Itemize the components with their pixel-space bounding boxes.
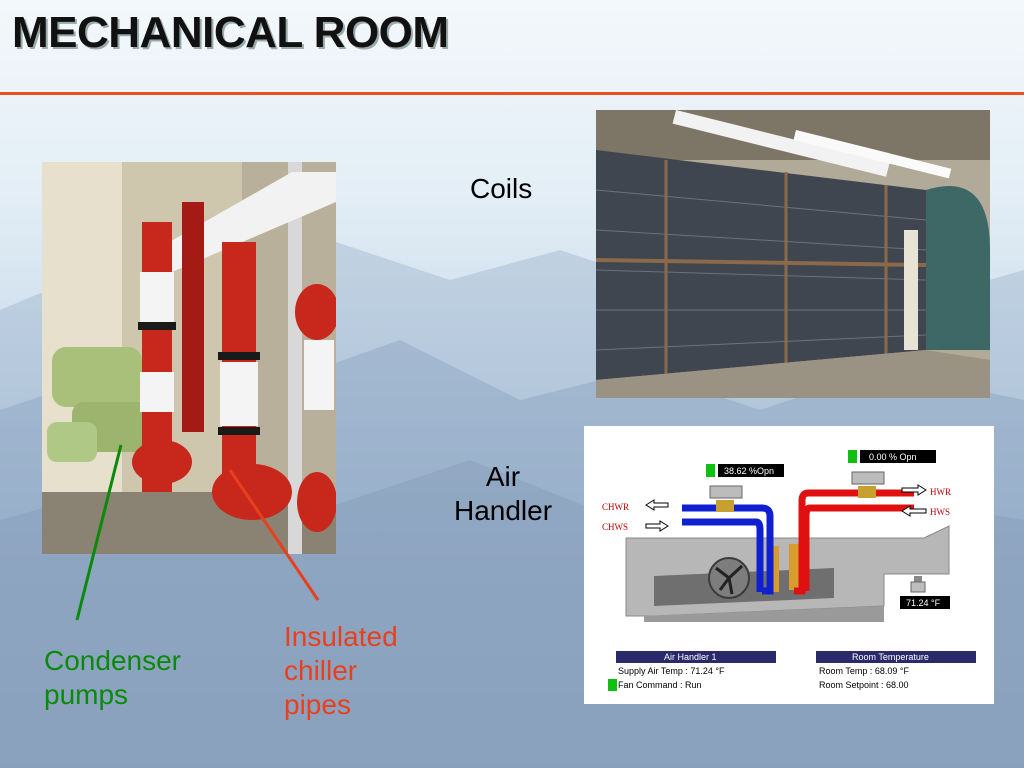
title-divider (0, 92, 1024, 95)
hws-arrow-icon (901, 505, 927, 517)
panel1-fan-command: Fan Command : Run (618, 680, 702, 690)
hws-label: HWS (930, 507, 950, 517)
valve1-status-icon (706, 464, 715, 477)
fan-status-icon (608, 679, 617, 691)
pipes-illustration (42, 162, 336, 554)
air-handler-label: Air Handler (453, 461, 553, 526)
condenser-pumps-pointer (75, 444, 123, 621)
coils-photo (596, 110, 990, 398)
hw-valve-icon (851, 471, 885, 498)
valve2-readout: 0.00 % Opn (869, 452, 917, 462)
slide-title: MECHANICAL ROOM (12, 8, 449, 57)
cooling-coil (769, 546, 779, 592)
chws-label: CHWS (602, 522, 628, 532)
fan-icon (708, 557, 750, 599)
panel2-room-setpoint: Room Setpoint : 68.00 (819, 680, 909, 690)
panel2-header-bar (816, 651, 976, 663)
panel1-header-bar (616, 651, 776, 663)
chwr-label: CHWR (602, 502, 629, 512)
heating-coil (789, 544, 799, 590)
room-temp-readout: 71.24 °F (906, 598, 941, 608)
panel1-header: Air Handler 1 (664, 652, 717, 662)
temperature-sensor-icon (910, 576, 926, 593)
chws-arrow-icon (645, 520, 669, 532)
panel1-supply-air-temp: Supply Air Temp : 71.24 °F (618, 666, 725, 676)
pipes-photo (42, 162, 336, 554)
hwr-arrow-icon (901, 484, 927, 496)
air-handler-schematic: 38.62 %Opn 0.00 % Opn CHWR CHWS HWR HWS … (602, 450, 976, 691)
coils-illustration (596, 110, 990, 398)
valve1-readout: 38.62 %Opn (724, 466, 774, 476)
hwr-label: HWR (930, 487, 951, 497)
insulated-chiller-pipes-label: Insulated chiller pipes (284, 621, 398, 720)
panel2-room-temp: Room Temp : 68.09 °F (819, 666, 909, 676)
coils-label: Coils (470, 173, 533, 204)
chw-valve-icon (709, 485, 743, 512)
chwr-arrow-icon (645, 499, 669, 511)
air-handler-diagram: 38.62 %Opn 0.00 % Opn CHWR CHWS HWR HWS … (584, 426, 994, 704)
valve2-status-icon (848, 450, 857, 463)
insulated-pipes-pointer (228, 469, 320, 601)
panel2-header: Room Temperature (852, 652, 929, 662)
condenser-pumps-label: Condenser pumps (44, 645, 181, 710)
